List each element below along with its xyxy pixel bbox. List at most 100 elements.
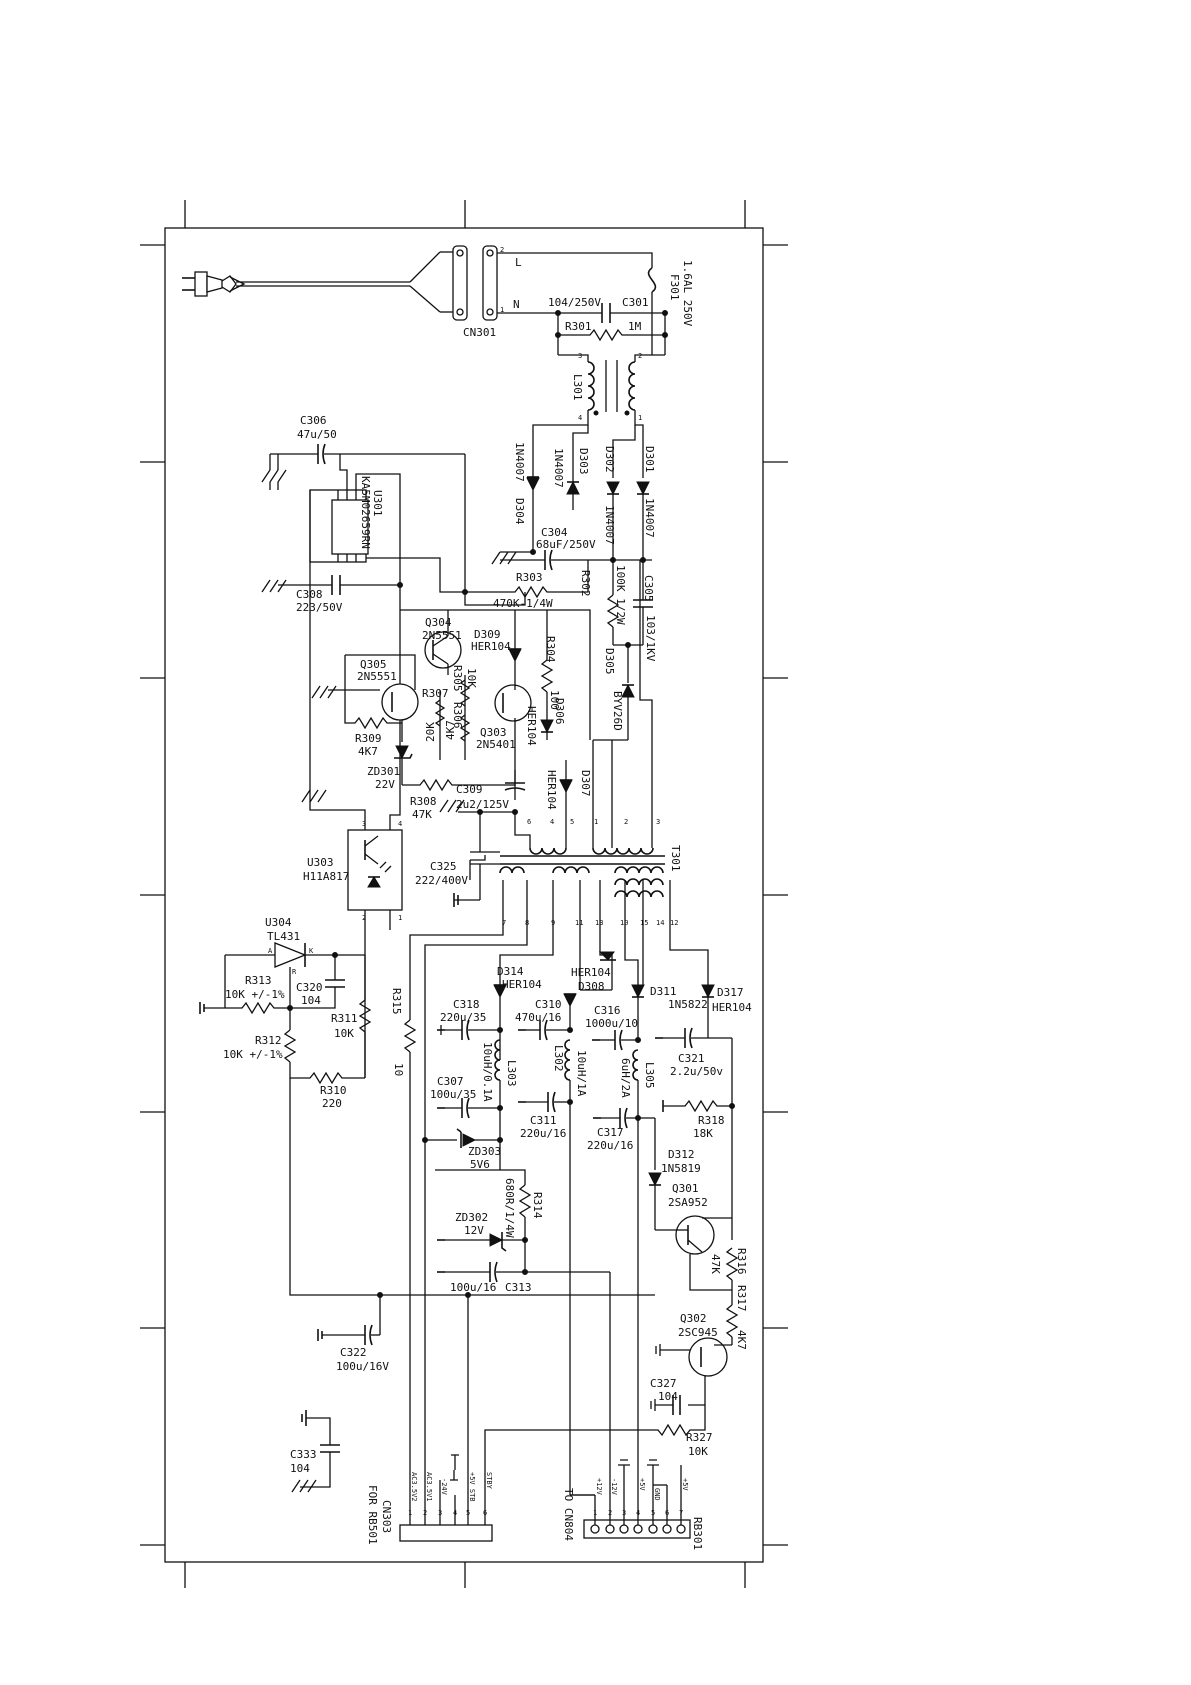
label-q304-value: 2N5551 xyxy=(422,629,462,642)
label-u304: U304 xyxy=(265,916,292,929)
label-c322: C322 xyxy=(340,1346,367,1359)
label-c325-value: 222/400V xyxy=(415,874,468,887)
label-r327: R327 xyxy=(686,1431,713,1444)
label-c306-value: 47u/50 xyxy=(297,428,337,441)
label-q302-value: 2SC945 xyxy=(678,1326,718,1339)
label-c327-value: 104 xyxy=(658,1390,678,1403)
label-c327: C327 xyxy=(650,1377,677,1390)
svg-text:3: 3 xyxy=(438,1509,442,1517)
label-d309: D309 xyxy=(474,628,501,641)
bridge-rectifier: 1N4007 D304 1N4007 D303 D302 1N4007 D301… xyxy=(513,418,656,560)
svg-text:5: 5 xyxy=(466,1509,470,1517)
label-r305: R305 xyxy=(451,665,464,692)
label-c309: C309 xyxy=(456,783,483,796)
svg-text:7: 7 xyxy=(502,919,506,927)
transformer-t301: T301 6 4 5 1 2 3 7 8 9 11 13 10 15 14 12 xyxy=(499,560,682,927)
label-l305-value: 6uH/2A xyxy=(619,1058,632,1098)
label-c308-value: 223/50V xyxy=(296,601,343,614)
label-zd302-value: 12V xyxy=(464,1224,484,1237)
optocoupler-u303: U303 H11A817 3 4 2 1 C325 222/400V xyxy=(301,490,500,1078)
rail-12v: C310 470u/16 L302 10uH/1A C311 220u/16 xyxy=(515,993,588,1495)
label-c333-value: 104 xyxy=(290,1462,310,1475)
svg-text:10: 10 xyxy=(620,919,628,927)
label-r311: R311 xyxy=(331,1012,358,1025)
label-d312-value: 1N5819 xyxy=(661,1162,701,1175)
label-r302-value: 100K 1/2W xyxy=(614,565,627,625)
label-r303: R303 xyxy=(516,571,543,584)
label-q305-value: 2N5551 xyxy=(357,670,397,683)
svg-text:1: 1 xyxy=(500,306,504,314)
transistor-q305-icon xyxy=(381,683,419,721)
bypass-capacitors: C322 100u/16V C333 104 xyxy=(290,1292,389,1493)
label-d312: D312 xyxy=(668,1148,695,1161)
label-d308: D308 xyxy=(578,980,605,993)
label-r307: R307 xyxy=(422,687,449,700)
label-r316-value: 47K xyxy=(709,1254,722,1274)
label-cn303-pin6: STBY xyxy=(485,1472,493,1490)
label-zd303-value: 5V6 xyxy=(470,1158,490,1171)
label-q304: Q304 xyxy=(425,616,452,629)
label-q303: Q303 xyxy=(480,726,507,739)
svg-text:K: K xyxy=(309,947,314,955)
label-r304-value: 100 xyxy=(548,690,561,710)
label-f301-value: 1.6AL 250V xyxy=(681,260,694,327)
label-d301-value: 1N4007 xyxy=(643,498,656,538)
label-r312: R312 xyxy=(255,1034,282,1047)
svg-text:A: A xyxy=(268,947,273,955)
label-l301: L301 xyxy=(571,374,584,401)
label-r307-value: 20K xyxy=(424,722,437,742)
label-zd301-value: 22V xyxy=(375,778,395,791)
label-l305: L305 xyxy=(643,1062,656,1089)
svg-text:3: 3 xyxy=(622,1509,626,1517)
label-c301-value: 104/250V xyxy=(548,296,601,309)
resistor-r303: R303 470K-1/4W xyxy=(462,560,589,610)
input-filter: F301 1.6AL 250V 104/250V C301 R301 1M xyxy=(497,252,694,355)
label-cn303-pin2: AC3.5V1 xyxy=(425,1472,433,1502)
svg-text:2: 2 xyxy=(423,1509,427,1517)
connector-cn301: CN301 2 1 L N xyxy=(452,245,522,339)
svg-text:4: 4 xyxy=(578,414,582,422)
label-c316: C316 xyxy=(594,1004,621,1017)
label-d301: D301 xyxy=(643,446,656,473)
transistor-q304-icon xyxy=(424,631,462,669)
label-f301: F301 xyxy=(668,274,681,301)
label-r308: R308 xyxy=(410,795,437,808)
capacitor-c308: C308 223/50V xyxy=(261,575,403,614)
label-c304: C304 xyxy=(541,526,568,539)
label-c321: C321 xyxy=(678,1052,705,1065)
label-r314: R314 xyxy=(531,1192,544,1219)
svg-text:2: 2 xyxy=(638,352,642,360)
label-c304-value: 68uF/250V xyxy=(536,538,596,551)
label-d306-value: HER104 xyxy=(525,706,538,746)
label-c318: C318 xyxy=(453,998,480,1011)
svg-text:1: 1 xyxy=(594,818,598,826)
label-c310-value: 470u/16 xyxy=(515,1011,561,1024)
svg-text:15: 15 xyxy=(640,919,648,927)
label-c305-value: 103/1KV xyxy=(644,615,657,662)
label-r309-value: 4K7 xyxy=(358,745,378,758)
svg-text:6: 6 xyxy=(665,1509,669,1517)
label-u301-value: KA5M02659RN xyxy=(359,476,372,549)
label-c305: C305 xyxy=(642,575,655,602)
label-r301: R301 xyxy=(565,320,592,333)
label-cn301: CN301 xyxy=(463,326,496,339)
label-r312-value: 10K +/-1% xyxy=(223,1048,283,1061)
label-rb301-pin7: +5V xyxy=(681,1478,689,1491)
controller-u301: C306 47u/50 KA5M02659RN U301 xyxy=(261,414,526,800)
label-cn303: CN303 xyxy=(380,1500,393,1533)
svg-text:2: 2 xyxy=(624,818,628,826)
label-rb301-pin2: -12V xyxy=(610,1478,618,1496)
label-L: L xyxy=(515,256,522,269)
label-d302: D302 xyxy=(603,446,616,473)
label-c308: C308 xyxy=(296,588,323,601)
label-d311-value: 1N5822 xyxy=(668,998,708,1011)
svg-text:4: 4 xyxy=(636,1509,640,1517)
zener-zd301-icon xyxy=(395,745,409,760)
label-c316-value: 1000u/10 xyxy=(585,1017,638,1030)
label-c321-value: 2.2u/50v xyxy=(670,1065,723,1078)
standby-control: D317 HER104 C321 2.2u/50v R318 18K Q301 … xyxy=(484,984,752,1495)
label-r327-value: 10K xyxy=(688,1445,708,1458)
label-u301: U301 xyxy=(371,490,384,517)
label-r306: R306 xyxy=(451,702,464,729)
